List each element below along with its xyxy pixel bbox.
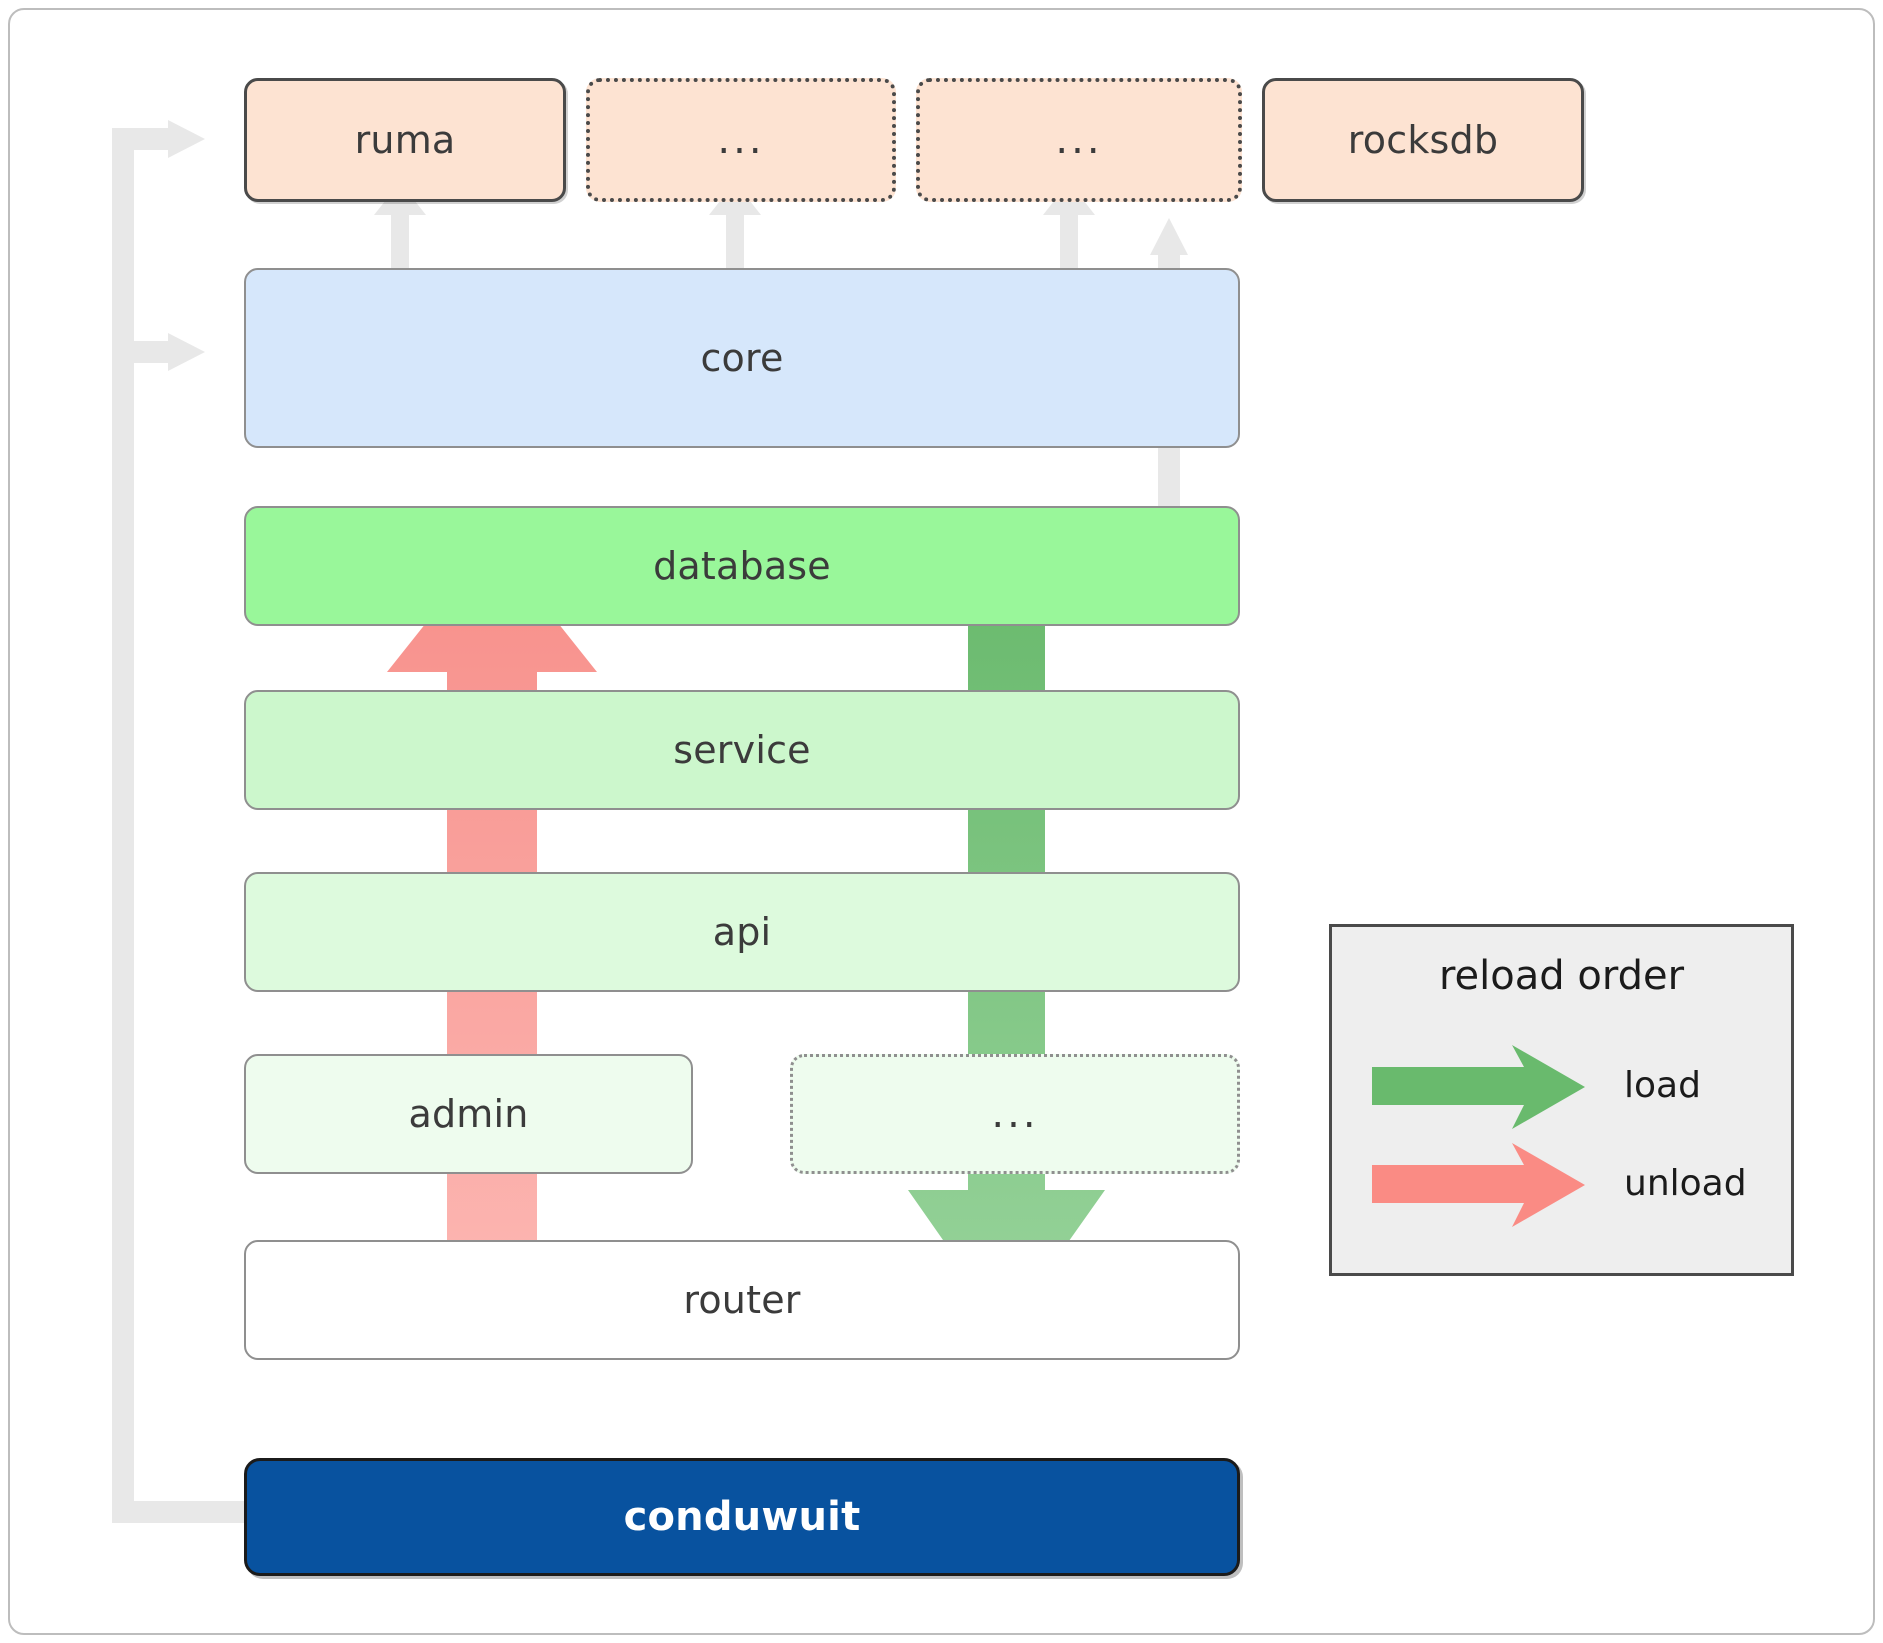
legend-load-arrow-icon [1372, 1045, 1585, 1129]
crate-label-admin: admin [408, 1092, 529, 1136]
legend-arrows [1372, 1045, 1585, 1227]
crate-label-database: database [653, 544, 831, 588]
crate-box-service[interactable]: service [244, 690, 1240, 810]
legend-label-load: load [1624, 1065, 1701, 1106]
dependency-label-2: ... [717, 117, 765, 163]
core-label: core [700, 336, 784, 380]
legend-title: reload order [1438, 953, 1685, 999]
legend-label-unload: unload [1624, 1163, 1747, 1204]
dependency-label-rocksdb: rocksdb [1347, 118, 1499, 162]
crate-box-router[interactable]: router [244, 1240, 1240, 1360]
dependency-label-3: ... [1055, 117, 1103, 163]
crate-label-api: api [712, 910, 772, 954]
legend-panel: reload order load unload [1329, 924, 1794, 1276]
crate-box-database[interactable]: database [244, 506, 1240, 626]
dependency-label-ruma: ruma [354, 118, 456, 162]
crate-box-api[interactable]: api [244, 872, 1240, 992]
crate-label-router: router [683, 1278, 801, 1322]
crate-box-admin[interactable]: admin [244, 1054, 693, 1174]
conduwuit-label: conduwuit [623, 1494, 861, 1540]
dependency-box-rocksdb[interactable]: rocksdb [1262, 78, 1584, 202]
diagram-border [8, 8, 1875, 1635]
dependency-box-ruma[interactable]: ruma [244, 78, 566, 202]
legend-unload-arrow-icon [1372, 1143, 1585, 1227]
dependency-box-3[interactable]: ... [916, 78, 1242, 202]
core-box[interactable]: core [244, 268, 1240, 448]
crate-label-more: ... [991, 1091, 1039, 1137]
crate-box-more[interactable]: ... [790, 1054, 1240, 1174]
dependency-box-2[interactable]: ... [586, 78, 896, 202]
crate-label-service: service [673, 728, 811, 772]
conduwuit-box[interactable]: conduwuit [244, 1458, 1240, 1576]
